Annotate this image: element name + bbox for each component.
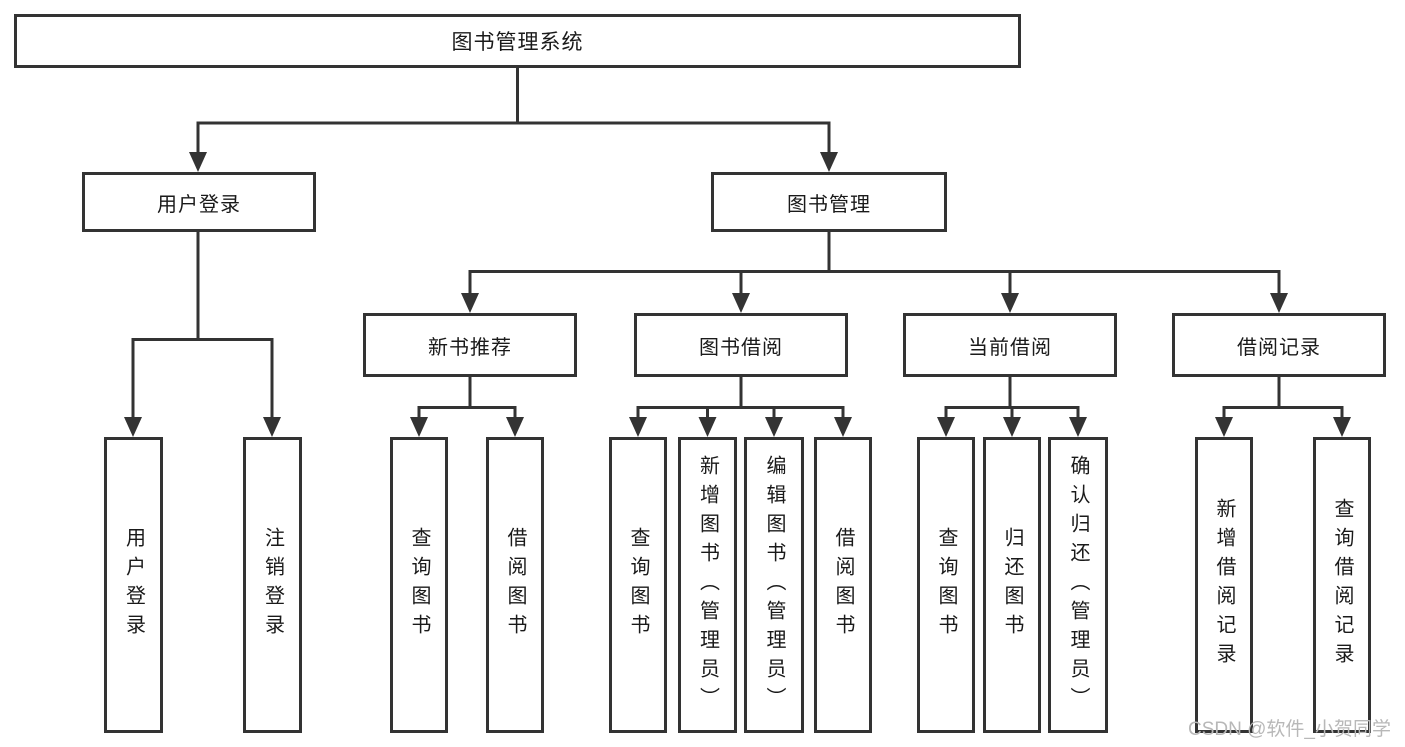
leaf-query-books-current-label: 查询图书	[935, 527, 957, 643]
leaf-query-books-recommend-label: 查询图书	[408, 527, 430, 643]
leaf-add-books-admin: 新增图书（管理员）	[678, 437, 737, 733]
leaf-borrow-books-recommend-label: 借阅图书	[504, 527, 526, 643]
leaf-edit-books-admin: 编辑图书（管理员）	[744, 437, 804, 733]
node-user-login-label: 用户登录	[157, 193, 241, 216]
node-root-label: 图书管理系统	[451, 31, 584, 54]
arrowheads	[124, 152, 1351, 437]
leaf-return-books: 归还图书	[983, 437, 1041, 733]
node-book-borrow: 图书借阅	[634, 313, 848, 377]
leaf-query-borrow-record-label: 查询借阅记录	[1331, 498, 1353, 672]
leaf-query-books-borrow-label: 查询图书	[627, 527, 649, 643]
leaf-logout-label: 注销登录	[261, 527, 284, 643]
node-book-borrow-label: 图书借阅	[699, 336, 783, 359]
node-current-borrow: 当前借阅	[903, 313, 1117, 377]
leaf-confirm-return-admin-label: 确认归还（管理员）	[1067, 454, 1089, 716]
node-new-book-recommend: 新书推荐	[363, 313, 577, 377]
leaf-query-borrow-record: 查询借阅记录	[1313, 437, 1371, 733]
leaf-confirm-return-admin: 确认归还（管理员）	[1048, 437, 1108, 733]
node-current-borrow-label: 当前借阅	[968, 336, 1052, 359]
node-borrow-record: 借阅记录	[1172, 313, 1386, 377]
csdn-watermark: CSDN @软件_小贺同学	[1188, 719, 1391, 740]
leaf-return-books-label: 归还图书	[1001, 527, 1023, 643]
leaf-user-login-label: 用户登录	[122, 527, 145, 643]
leaf-logout: 注销登录	[243, 437, 302, 733]
node-new-book-recommend-label: 新书推荐	[428, 336, 512, 359]
leaf-borrow-books-borrow: 借阅图书	[814, 437, 872, 733]
leaf-borrow-books-recommend: 借阅图书	[486, 437, 544, 733]
leaf-borrow-books-borrow-label: 借阅图书	[832, 527, 854, 643]
node-user-login: 用户登录	[82, 172, 316, 232]
node-book-management: 图书管理	[711, 172, 947, 232]
leaf-query-books-borrow: 查询图书	[609, 437, 667, 733]
leaf-edit-books-admin-label: 编辑图书（管理员）	[763, 454, 785, 716]
leaf-user-login: 用户登录	[104, 437, 163, 733]
leaf-add-borrow-record: 新增借阅记录	[1195, 437, 1253, 733]
leaf-add-borrow-record-label: 新增借阅记录	[1213, 498, 1235, 672]
leaf-add-books-admin-label: 新增图书（管理员）	[696, 454, 719, 716]
leaf-query-books-recommend: 查询图书	[390, 437, 448, 733]
node-book-management-label: 图书管理	[787, 193, 871, 216]
node-root: 图书管理系统	[14, 14, 1021, 68]
leaf-query-books-current: 查询图书	[917, 437, 975, 733]
node-borrow-record-label: 借阅记录	[1237, 336, 1321, 359]
